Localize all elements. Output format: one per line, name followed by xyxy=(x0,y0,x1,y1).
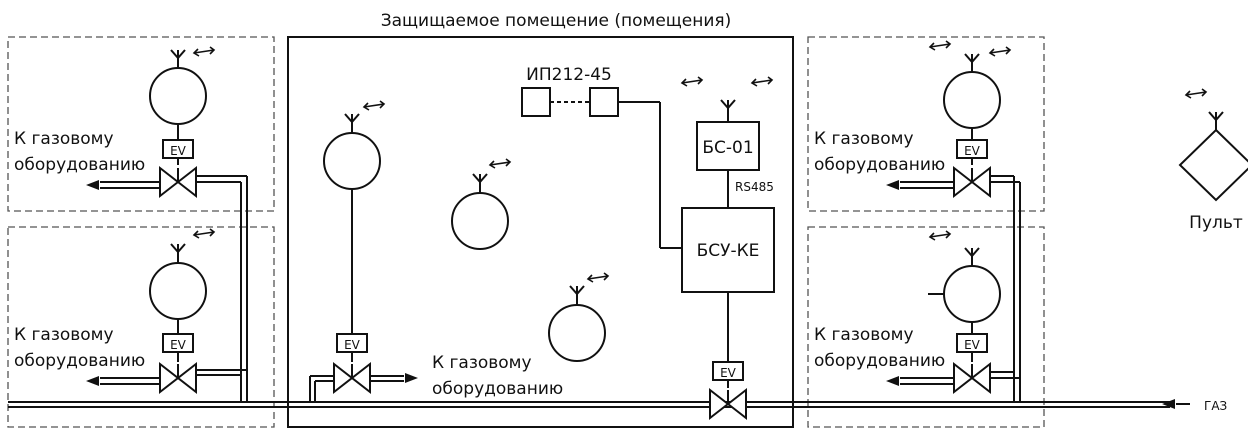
svg-text:EV: EV xyxy=(964,144,981,158)
svg-text:оборудованию: оборудованию xyxy=(814,351,945,371)
center-detector-a xyxy=(451,158,511,250)
control-unit: БС-01 RS485 БСУ-КЕ EV xyxy=(681,76,775,419)
valve-icon xyxy=(159,363,197,393)
antenna-icon xyxy=(964,53,980,69)
wireless-icon xyxy=(587,272,609,283)
svg-text:К газовому: К газовому xyxy=(814,129,914,149)
wireless-icon xyxy=(929,230,951,241)
wireless-icon xyxy=(681,76,703,87)
svg-text:оборудованию: оборудованию xyxy=(432,379,563,399)
center-detector-b xyxy=(548,272,609,362)
svg-text:К газовому: К газовому xyxy=(814,325,914,345)
svg-text:БС-01: БС-01 xyxy=(702,138,753,158)
gas-detector-circle xyxy=(943,265,1001,323)
wireless-icon xyxy=(193,228,215,239)
gas-detector-circle xyxy=(323,132,381,190)
wireless-icon xyxy=(929,40,951,51)
wireless-icon xyxy=(751,76,773,87)
svg-text:EV: EV xyxy=(720,366,737,380)
svg-text:К газовому: К газовому xyxy=(432,353,532,373)
svg-text:оборудованию: оборудованию xyxy=(14,155,145,175)
protected-room-frame xyxy=(287,36,794,428)
gas-label: ГАЗ xyxy=(1204,399,1227,413)
antenna-icon xyxy=(170,49,186,65)
wireless-icon xyxy=(363,100,385,111)
wireless-icon xyxy=(193,46,215,57)
gas-detector-circle xyxy=(149,262,207,320)
svg-text:К газовому: К газовому xyxy=(14,325,114,345)
left-bottom-unit: EV К газовому оборудованию xyxy=(14,228,247,393)
valve-icon xyxy=(953,363,991,393)
svg-text:оборудованию: оборудованию xyxy=(814,155,945,175)
bs-01-box xyxy=(696,121,760,171)
gas-detector-circle xyxy=(451,192,509,250)
control-panel: Пульт xyxy=(1178,88,1248,233)
left-bottom-zone xyxy=(7,226,275,428)
antenna-icon xyxy=(344,113,360,129)
gas-detector-circle xyxy=(943,71,1001,129)
gas-detector-circle xyxy=(149,67,207,125)
svg-text:EV: EV xyxy=(170,144,187,158)
main-valve-icon xyxy=(709,389,747,419)
sensor-model-label: ИП212-45 xyxy=(526,65,612,85)
antenna-icon xyxy=(170,243,186,259)
valve-icon xyxy=(159,167,197,197)
center-valve-unit: EV К газовому оборудованию xyxy=(309,100,563,402)
smoke-sensor-loop: ИП212-45 xyxy=(521,65,682,249)
antenna-icon xyxy=(472,173,488,189)
sensor-box xyxy=(521,87,551,117)
right-top-unit: EV К газовому оборудованию xyxy=(814,40,1020,197)
panel-label: Пульт xyxy=(1189,213,1243,233)
svg-text:БСУ-КЕ: БСУ-КЕ xyxy=(697,241,760,261)
svg-text:EV: EV xyxy=(170,338,187,352)
wireless-icon xyxy=(489,158,511,169)
valve-icon xyxy=(333,363,371,393)
rs485-label: RS485 xyxy=(735,180,774,194)
svg-text:EV: EV xyxy=(964,338,981,352)
antenna-icon xyxy=(720,99,736,115)
right-bottom-zone xyxy=(807,226,1045,428)
svg-text:К газовому: К газовому xyxy=(14,129,114,149)
outlet-arrow xyxy=(86,180,99,190)
wireless-icon xyxy=(1185,88,1207,99)
gas-detector-circle xyxy=(548,304,606,362)
outlet-arrow xyxy=(886,376,899,386)
antenna-icon xyxy=(1208,111,1224,127)
outlet-arrow xyxy=(886,180,899,190)
panel-diamond xyxy=(1178,128,1248,202)
left-top-zone xyxy=(7,36,275,212)
svg-text:оборудованию: оборудованию xyxy=(14,351,145,371)
sensor-box xyxy=(589,87,619,117)
antenna-icon xyxy=(964,247,980,263)
svg-text:EV: EV xyxy=(344,338,361,352)
right-bottom-unit: EV К газовому оборудованию xyxy=(814,230,1020,393)
right-top-zone xyxy=(807,36,1045,212)
valve-icon xyxy=(953,167,991,197)
left-top-unit: EV К газовому оборудованию xyxy=(14,46,247,197)
bsu-ke-box xyxy=(681,207,775,293)
antenna-icon xyxy=(569,285,585,301)
outlet-arrow xyxy=(86,376,99,386)
room-title: Защищаемое помещение (помещения) xyxy=(381,11,732,31)
wireless-icon xyxy=(989,46,1011,57)
